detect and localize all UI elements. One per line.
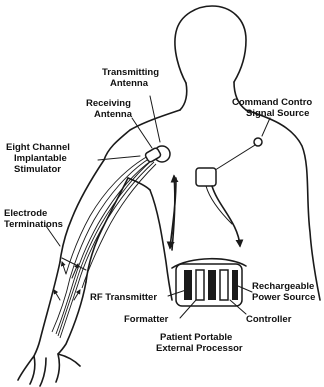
label-electrode-2: Terminations [4, 219, 63, 230]
label-stimulator-3: Stimulator [14, 164, 61, 175]
label-transmitting-antenna-2: Antenna [110, 78, 149, 89]
head [175, 6, 246, 83]
termination-arrow-4 [74, 290, 80, 300]
command-control-lead [212, 145, 255, 172]
hand [18, 354, 80, 386]
body-outline [104, 6, 320, 300]
termination-arrow-3 [54, 290, 60, 300]
processor-cell-4 [220, 270, 228, 300]
label-command-control-2: Signal Source [246, 108, 309, 119]
armpit [128, 178, 150, 190]
label-rechargeable-2: Power Source [252, 292, 315, 303]
leader-command [262, 118, 270, 136]
label-formatter: Formatter [124, 314, 169, 325]
processor-cell-3 [208, 270, 216, 300]
processor-cell-5 [232, 270, 238, 300]
leader-transmitting [150, 96, 160, 142]
chest-module [196, 168, 216, 186]
implantable-stimulator [144, 146, 170, 163]
leader-receiving [132, 118, 152, 148]
label-receiving-antenna-2: Antenna [94, 109, 133, 120]
label-processor-2: External Processor [156, 343, 243, 354]
lead-2 [52, 158, 150, 332]
processor-cell-1 [184, 270, 192, 300]
label-rf-transmitter: RF Transmitter [90, 292, 157, 303]
termination-arrow-1 [62, 262, 66, 274]
signal-path-right [212, 186, 240, 246]
label-receiving-antenna-1: Receiving [86, 98, 131, 109]
label-electrode-1: Electrode [4, 208, 47, 219]
processor-to-chest [206, 186, 232, 224]
label-processor-1: Patient Portable [160, 332, 232, 343]
label-stimulator-1: Eight Channel [6, 142, 70, 153]
label-controller: Controller [246, 314, 292, 325]
label-command-control-1: Command Contro [232, 97, 312, 108]
labels: Transmitting Antenna Receiving Antenna C… [4, 67, 315, 354]
label-transmitting-antenna-1: Transmitting [102, 67, 159, 78]
neck-left [180, 83, 187, 110]
label-stimulator-2: Implantable [14, 153, 67, 164]
processor-cell-2 [196, 270, 204, 300]
lead-6 [58, 161, 151, 336]
label-rechargeable-1: Rechargeable [252, 281, 314, 292]
torso-left [150, 190, 172, 300]
forearm-outer [34, 262, 60, 356]
lead-5 [82, 164, 156, 288]
external-processor [172, 259, 246, 306]
arm-upper-outer [60, 160, 104, 262]
